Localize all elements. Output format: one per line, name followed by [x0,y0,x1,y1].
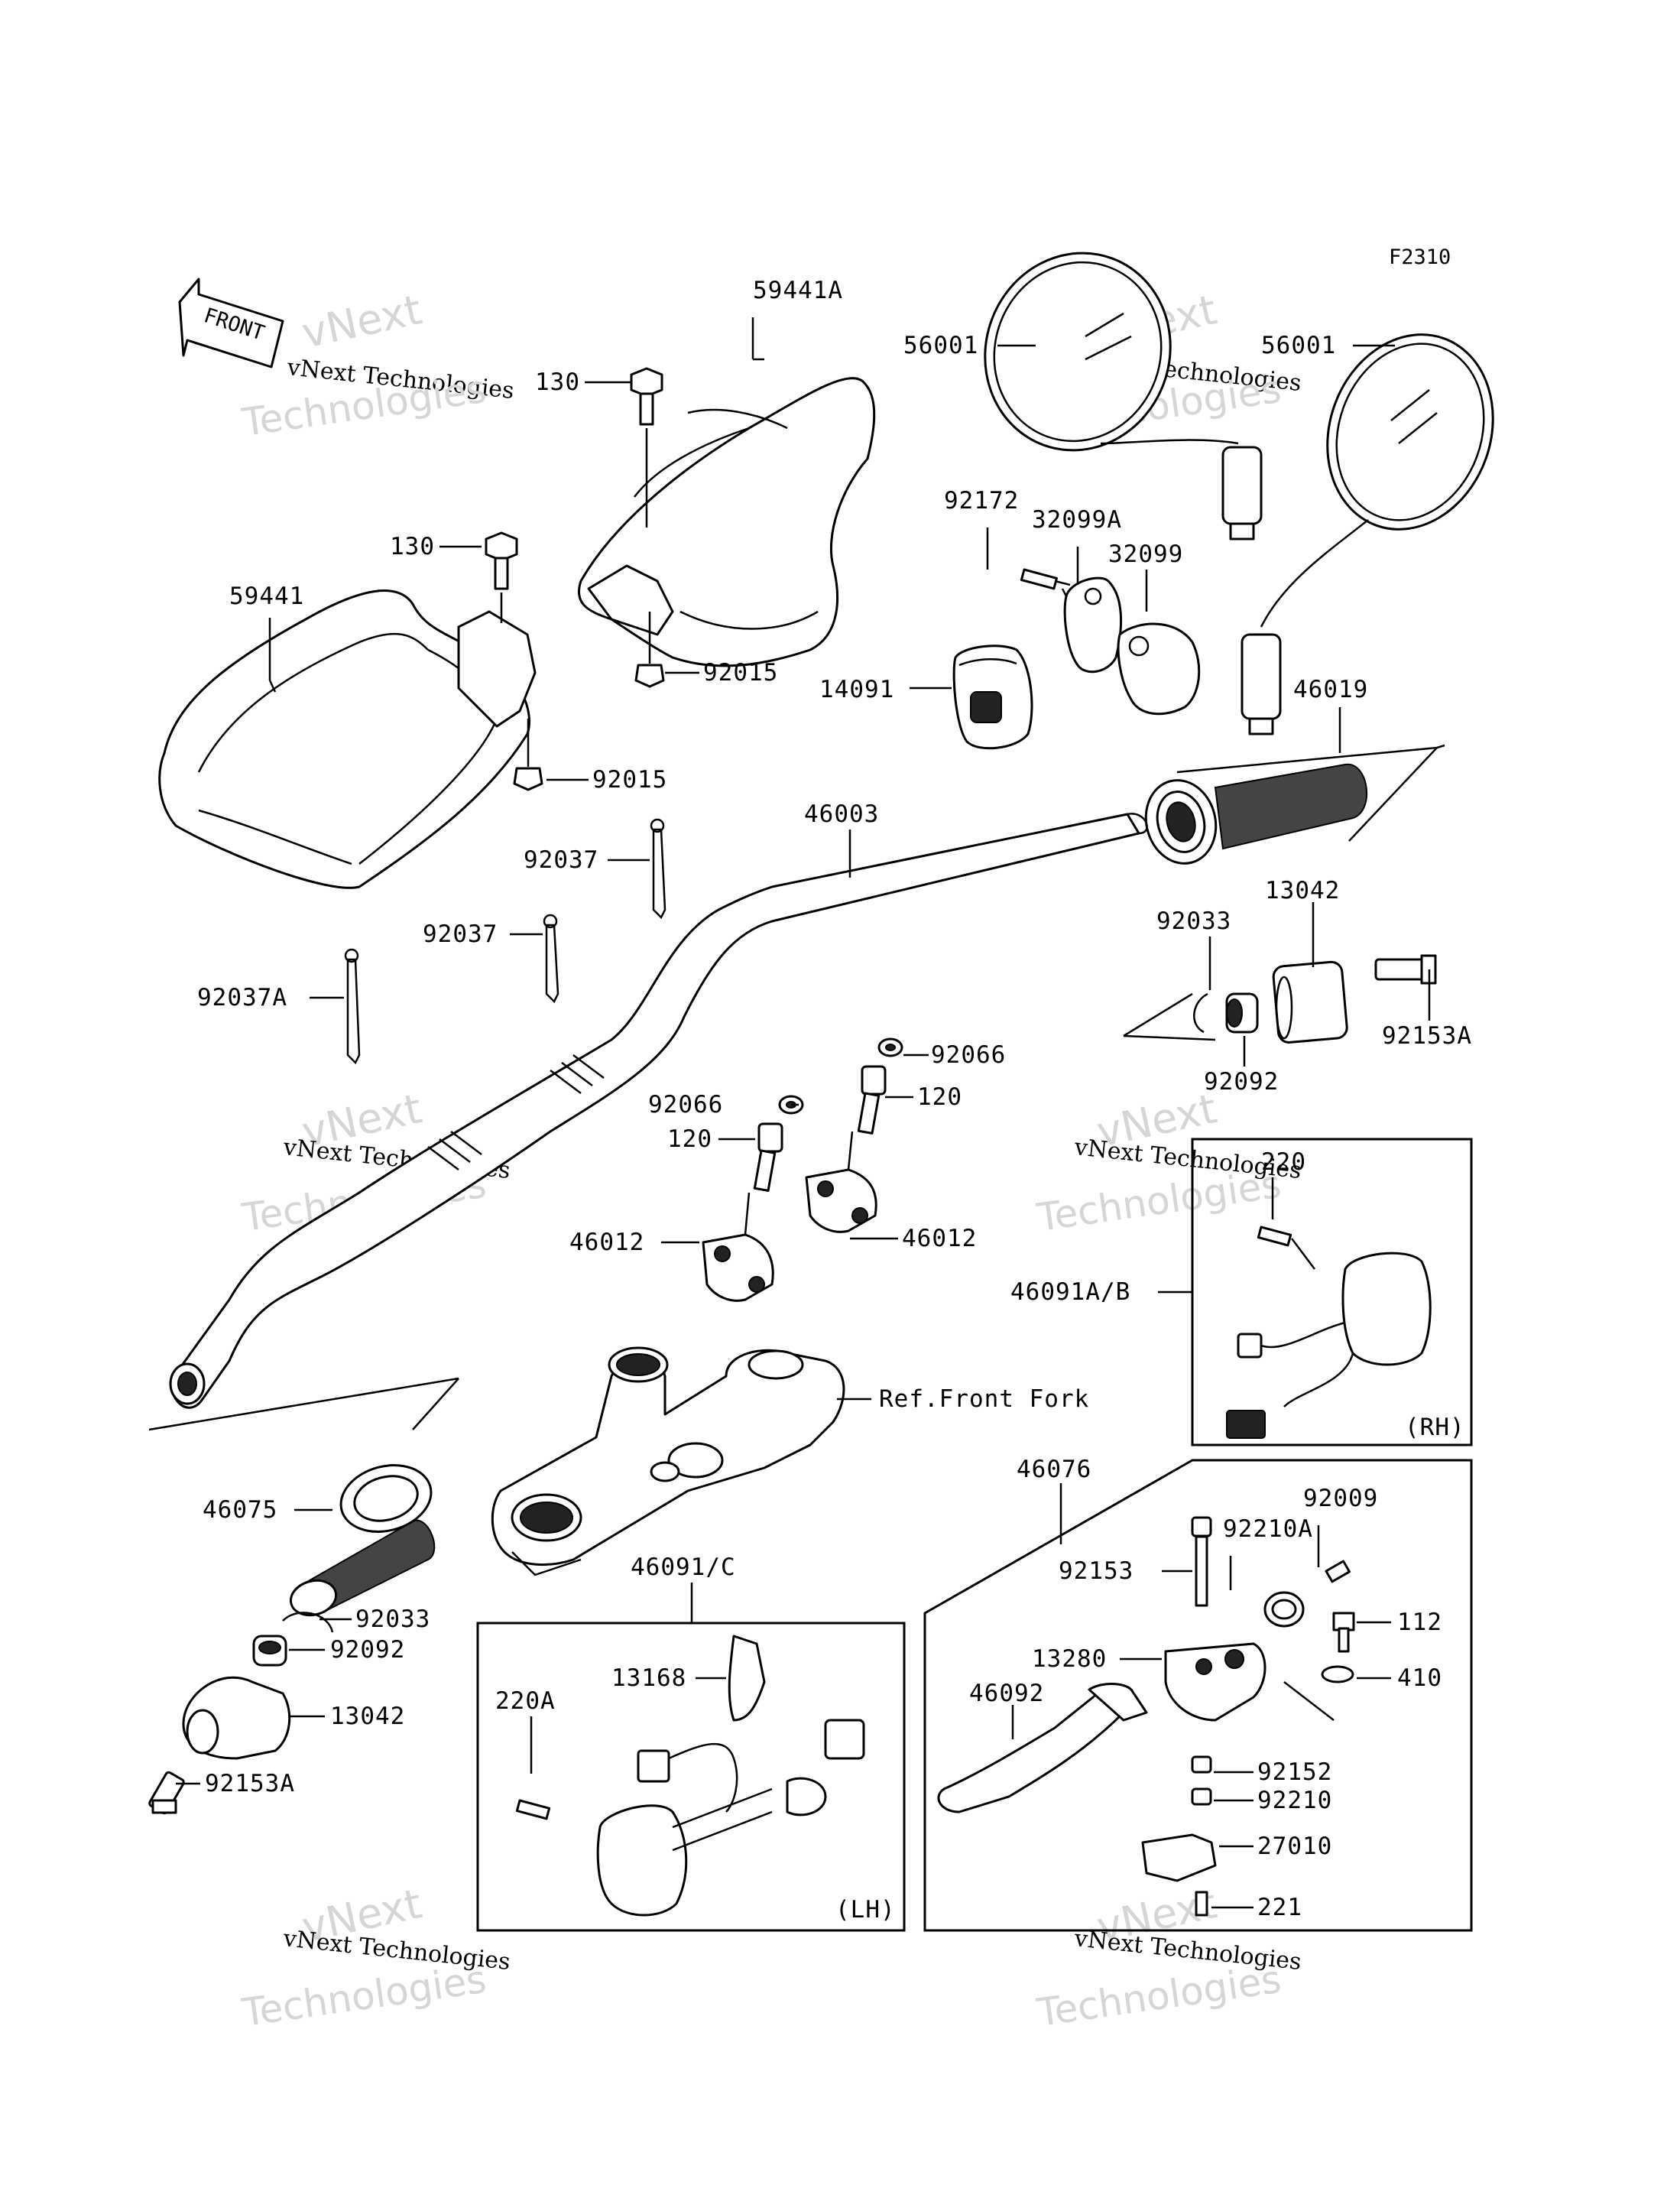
label-92037-upper: 92037 [524,846,598,874]
label-92033-right: 92033 [1156,907,1231,935]
throttle-grip-46019 [1144,744,1445,865]
label-46076: 46076 [1017,1456,1091,1483]
switch-46091C [515,1635,865,1917]
label-221: 221 [1257,1894,1302,1921]
label-59441: 59441 [229,583,304,610]
label-46003: 46003 [804,800,879,828]
clip-92037A [344,948,361,1065]
label-rh: (RH) [1405,1414,1465,1441]
mirror-left [984,252,1263,541]
throttle-housing-32099A [1063,576,1122,674]
label-13168: 13168 [611,1664,686,1692]
lh-switch-box [476,1622,906,1932]
watermark-top-left: vNext vNext Technologies Technologies [239,285,516,445]
label-120-upper: 120 [917,1083,962,1111]
clamp-46012-right [805,1168,877,1233]
label-46075: 46075 [203,1496,277,1524]
grip-46075 [148,1377,459,1617]
clamp-46012-left [702,1233,774,1302]
weight-13042-left [182,1676,291,1760]
bolt-92153A-right [1374,954,1437,985]
leader-lines [176,317,1431,1909]
label-92037-middle: 92037 [423,920,498,948]
label-92153A-right: 92153A [1382,1022,1472,1050]
label-46012-right: 46012 [902,1225,977,1252]
label-92009: 92009 [1303,1485,1378,1512]
circlip-92033-right [1123,992,1216,1041]
label-13280: 13280 [1032,1645,1107,1673]
label-46012-left: 46012 [569,1229,644,1256]
label-56001-right: 56001 [1261,332,1336,359]
clip-92037-upper [650,818,666,920]
label-410: 410 [1397,1664,1442,1692]
label-46019: 46019 [1293,676,1368,703]
bolt-120-lower [753,1122,783,1192]
bolt-92153A-left [148,1771,185,1815]
label-92033-left: 92033 [355,1605,430,1633]
label-92172: 92172 [944,487,1019,515]
svg-text:Technologies: Technologies [1034,1957,1284,2035]
mirror-right [1241,333,1494,735]
lever-box [923,1459,1473,1932]
clip-92037-middle [543,914,559,1004]
label-120-lower: 120 [667,1125,712,1153]
label-ref-front-fork: Ref.Front Fork [879,1385,1089,1413]
label-92066-lower: 92066 [648,1091,723,1118]
svg-text:Technologies: Technologies [1034,1162,1284,1240]
label-130-upper: 130 [535,368,580,396]
label-46091C: 46091/C [631,1554,736,1581]
collar-92092-left [252,1635,287,1667]
label-14091: 14091 [819,676,894,703]
throttle-case-14091 [952,644,1033,750]
label-92153A-left: 92153A [205,1770,295,1797]
label-59441A: 59441A [753,277,843,304]
label-32099A: 32099A [1032,506,1122,534]
circlip-92033-left [282,1612,334,1633]
collar-92092-right [1225,992,1259,1034]
label-13042-right: 13042 [1265,877,1340,904]
svg-text:Technologies: Technologies [239,1957,489,2035]
svg-text:vNext: vNext [298,285,426,357]
handlebar-46003 [169,813,1148,1409]
label-92152: 92152 [1257,1758,1332,1786]
label-130-lower: 130 [390,533,435,560]
label-112: 112 [1397,1609,1442,1636]
label-92066-upper: 92066 [931,1041,1006,1069]
label-92210: 92210 [1257,1787,1332,1814]
label-92092-left: 92092 [330,1636,405,1664]
label-220: 220 [1261,1148,1306,1176]
part-labels: 59441A 130 130 59441 92015 92015 56001 5… [197,277,1472,1924]
label-92210A: 92210A [1223,1515,1313,1543]
throttle-housing-32099 [1117,622,1201,716]
label-220A: 220A [495,1687,556,1715]
hand-guard-left [158,589,537,889]
label-46091AB: 46091A/B [1010,1278,1130,1306]
nut-92066-upper [877,1037,903,1057]
label-27010: 27010 [1257,1833,1332,1860]
label-92092-right: 92092 [1204,1068,1279,1096]
bolt-130-upper [630,367,663,528]
switch-46091AB [1226,1226,1432,1439]
nut-92015-upper [634,612,665,688]
label-92153: 92153 [1059,1557,1134,1585]
triple-clamp [491,1346,845,1576]
label-92015-upper: 92015 [703,659,778,687]
label-32099: 32099 [1108,541,1183,568]
lever-assembly-46076 [937,1516,1355,1917]
front-arrow-icon: FRONT [178,278,284,368]
figure-code: F2310 [1389,245,1451,269]
label-92037A: 92037A [197,984,287,1011]
weight-13042-right [1272,960,1348,1044]
hand-guard-right [577,377,876,667]
label-92015-lower: 92015 [592,766,667,794]
label-13042-left: 13042 [330,1703,405,1730]
label-lh: (LH) [835,1896,896,1924]
bolt-130-lower [485,531,518,623]
bolt-120-upper [857,1065,887,1135]
label-56001-left: 56001 [903,332,978,359]
label-46092: 46092 [969,1680,1044,1707]
watermark-bottom-left: vNext vNext Technologies Technologies [239,1879,512,2035]
nut-92015-lower [513,719,543,791]
